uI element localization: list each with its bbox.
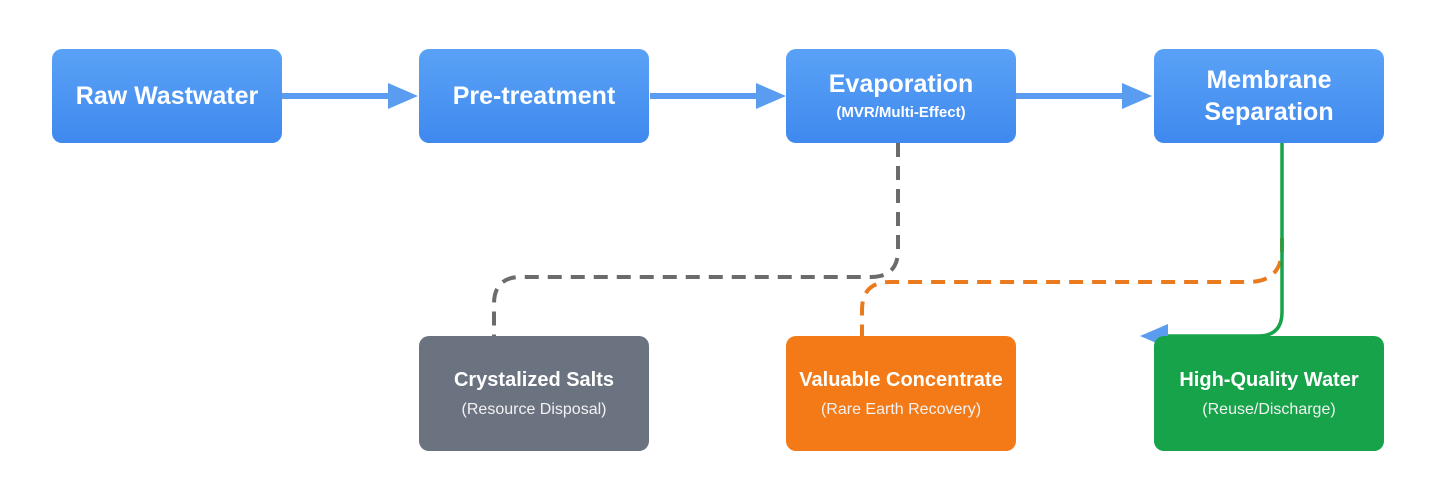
node-evaporation-title: Evaporation	[828, 70, 974, 98]
node-pre-treatment-title: Pre-treatment	[452, 82, 616, 110]
node-high-quality-water: High-Quality Water (Reuse/Discharge)	[1154, 336, 1384, 451]
node-pre-treatment: Pre-treatment	[419, 49, 649, 143]
node-evaporation-subtitle: (MVR/Multi-Effect)	[836, 104, 966, 121]
node-evaporation: Evaporation (MVR/Multi-Effect)	[786, 49, 1016, 143]
node-salts-subtitle: (Resource Disposal)	[461, 400, 607, 418]
dashed-arrow-evaporation-to-salts	[482, 143, 900, 364]
node-valuable-concentrate: Valuable Concentrate (Rare Earth Recover…	[786, 336, 1016, 451]
node-raw-wastewater-title: Raw Wastwater	[75, 82, 259, 110]
node-crystalized-salts: Crystalized Salts (Resource Disposal)	[419, 336, 649, 451]
node-concentrate-title: Valuable Concentrate	[799, 368, 1003, 391]
node-water-subtitle: (Reuse/Discharge)	[1202, 400, 1336, 418]
node-membrane-separation: Membrane Separation	[1154, 49, 1384, 143]
arrow-membrane-to-water	[1140, 143, 1284, 348]
arrow-raw-to-pretreatment	[282, 83, 418, 109]
node-water-title: High-Quality Water	[1179, 368, 1359, 391]
node-concentrate-subtitle: (Rare Earth Recovery)	[820, 400, 982, 418]
node-salts-title: Crystalized Salts	[453, 368, 615, 391]
arrow-evaporation-to-membrane	[1016, 83, 1152, 109]
arrow-pretreatment-to-evaporation	[650, 83, 786, 109]
node-membrane-title-line2: Separation	[1204, 98, 1334, 126]
node-raw-wastewater: Raw Wastwater	[52, 49, 282, 143]
node-membrane-title-line1: Membrane	[1206, 66, 1332, 94]
